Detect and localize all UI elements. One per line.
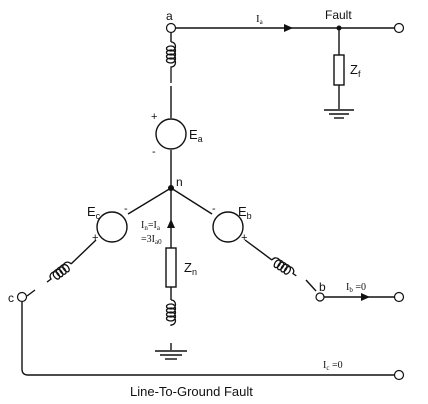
node-label-a: a <box>166 9 173 23</box>
source-ec-plus: + <box>92 232 98 244</box>
inductor-b-coil <box>271 257 297 277</box>
node-label-c: c <box>8 291 14 305</box>
wire-eb-to-b-coil <box>244 239 273 261</box>
source-ec-minus: - <box>124 203 128 215</box>
diagram-caption: Line-To-Ground Fault <box>130 384 253 399</box>
circuit-wires <box>21 27 395 376</box>
arrow-ia <box>284 24 293 32</box>
source-ea-label: Ea <box>189 127 203 144</box>
current-ic-label: Ic =0 <box>323 360 343 372</box>
wire-b-coil-to-b <box>305 279 317 292</box>
terminal-b-line-end <box>393 291 405 303</box>
fault-label: Fault <box>325 8 352 22</box>
inductor-c-coil <box>46 261 72 283</box>
source-eb-minus: - <box>212 203 216 215</box>
node-label-b: b <box>319 280 326 294</box>
inductor-n-coil <box>165 299 177 326</box>
terminal-c <box>16 291 28 303</box>
junction-fault <box>336 25 342 31</box>
source-ec-label: Ec <box>87 204 101 221</box>
wire-c-corner <box>21 368 29 376</box>
wire-c-coil-to-c <box>26 289 36 297</box>
impedance-zn <box>165 247 177 288</box>
source-eb-plus: + <box>241 232 247 244</box>
junction-neutral-n <box>168 185 174 191</box>
current-in-label-line2: =3Ia0 <box>141 234 162 246</box>
source-eb <box>212 211 244 243</box>
source-ec <box>96 211 128 243</box>
terminal-c-line-end <box>393 369 405 381</box>
inductor-a-coil <box>165 41 177 83</box>
ground-symbol-neutral <box>155 350 187 360</box>
source-ea-minus: - <box>152 146 156 158</box>
wire-n-to-ec <box>127 187 172 215</box>
source-ea-plus: + <box>151 111 157 123</box>
source-ea <box>155 118 187 150</box>
impedance-zf-label: Zf <box>350 62 361 79</box>
current-ib-label: Ib =0 <box>346 282 366 294</box>
terminal-a-line-end <box>393 22 405 34</box>
wire-n-to-eb <box>170 187 213 215</box>
impedance-zn-label: Zn <box>184 260 197 277</box>
wire-ec-to-c-coil <box>70 239 97 265</box>
current-in-label-line1: In=Ia <box>141 220 161 232</box>
impedance-zf <box>333 54 345 86</box>
terminal-b <box>315 292 325 302</box>
source-eb-label: Eb <box>238 204 252 221</box>
current-ia-label: Ia <box>256 13 264 26</box>
arrow-in <box>167 219 175 228</box>
node-label-n: n <box>176 175 183 189</box>
ground-symbol-fault <box>324 109 354 119</box>
arrow-ib <box>361 293 370 301</box>
terminal-a <box>165 22 177 34</box>
